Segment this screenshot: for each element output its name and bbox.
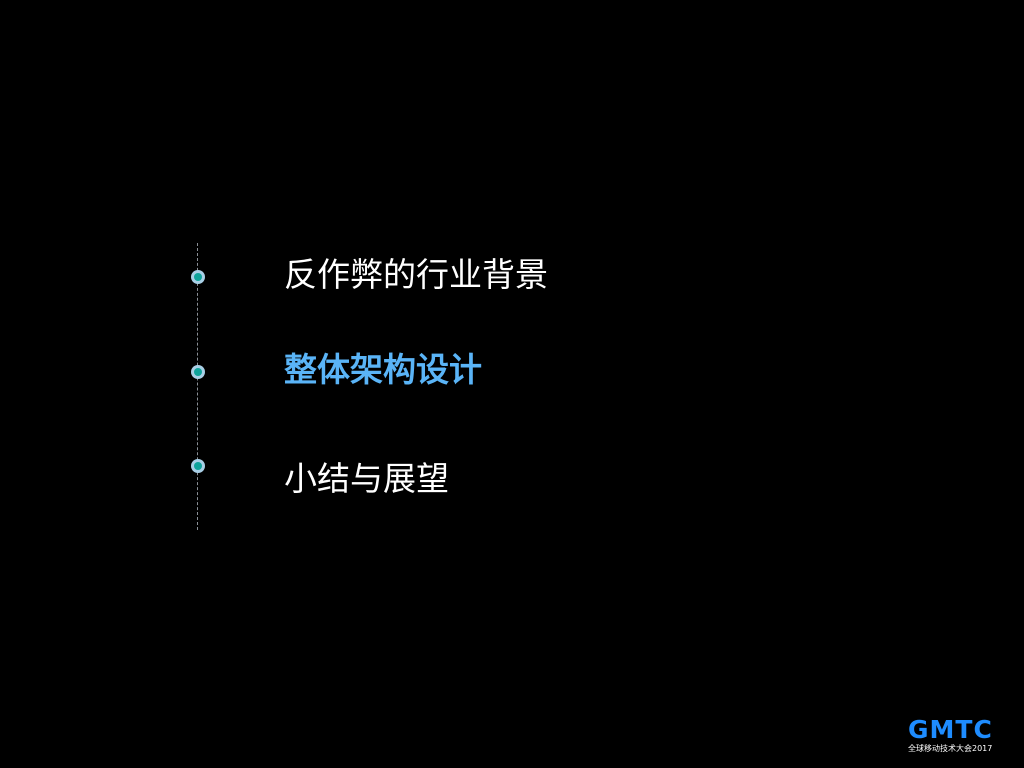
agenda-item-architecture-design: 整体架构设计 [284, 350, 482, 389]
timeline-dashed-line [197, 243, 198, 530]
timeline-node-icon [191, 270, 205, 284]
timeline-node-icon [191, 365, 205, 379]
gmtc-logo: GMTC 全球移动技术大会2017 [908, 717, 1004, 757]
agenda-item-industry-background: 反作弊的行业背景 [284, 255, 548, 294]
logo-mark: GMTC [908, 715, 993, 744]
timeline-node-icon [191, 459, 205, 473]
logo-subtitle: 全球移动技术大会2017 [908, 744, 993, 753]
agenda-item-summary-outlook: 小结与展望 [284, 459, 449, 498]
